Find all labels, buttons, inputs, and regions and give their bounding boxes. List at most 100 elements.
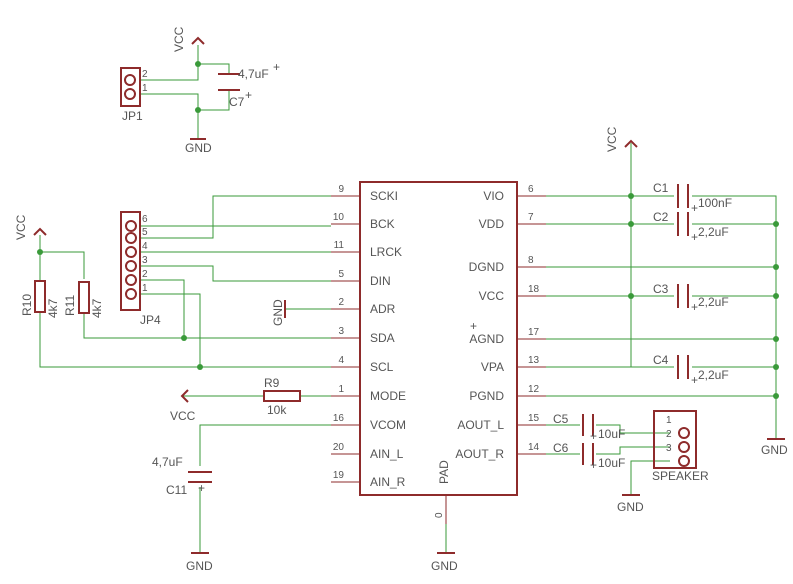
ic-pin-num: 17 xyxy=(528,327,540,338)
ic-pin-name: ADR xyxy=(370,302,396,316)
jp4-pin-num: 4 xyxy=(142,241,148,252)
ic-pin-num: 7 xyxy=(528,212,534,223)
r10-value: 4k7 xyxy=(46,298,60,318)
c6-name: C6 xyxy=(553,441,569,455)
speaker-pin-num: 1 xyxy=(666,415,672,426)
vcc-r10: VCC xyxy=(14,214,47,240)
ic-pin-num: 3 xyxy=(338,326,344,337)
ic-pin-name: DIN xyxy=(370,274,391,288)
ic-origin-plus: + xyxy=(470,319,477,333)
gnd-c11: GND xyxy=(186,552,213,573)
c2-plus: + xyxy=(691,230,698,244)
gnd-label: GND xyxy=(761,443,788,457)
ic-pin-name: VCOM xyxy=(370,418,406,432)
r11-name: R11 xyxy=(63,295,77,316)
ic-pad-num: 0 xyxy=(434,512,445,518)
vcc-jp1: VCC xyxy=(172,26,205,52)
ic-pin-num: 13 xyxy=(528,355,540,366)
r9-name: R9 xyxy=(264,376,280,390)
gnd-jp1: GND xyxy=(185,138,212,155)
c1-name: C1 xyxy=(653,181,669,195)
vcc-label: VCC xyxy=(172,26,186,52)
ic-pin-num: 16 xyxy=(333,413,345,424)
jp4-connector: 6 5 4 3 2 1 JP4 xyxy=(120,211,161,327)
ic-pin-num: 1 xyxy=(338,384,344,395)
vcc-label: VCC xyxy=(170,409,196,423)
gnd-ic: GND xyxy=(431,552,458,573)
vcc-label: VCC xyxy=(14,214,28,240)
jp1-connector: 2 1 JP1 xyxy=(120,67,148,123)
jp4-label: JP4 xyxy=(140,313,161,327)
ic-pin-name: DGND xyxy=(469,260,505,274)
jp4-pin-num: 5 xyxy=(142,227,148,238)
c11-plus: + xyxy=(198,481,205,495)
jp4-pin-num: 2 xyxy=(142,269,148,280)
c1-value: 100nF xyxy=(698,196,732,210)
r11-resistor: R11 4k7 xyxy=(63,281,104,318)
c5-value: 10uF xyxy=(598,427,625,441)
r9-resistor: R9 10k xyxy=(263,376,301,417)
ic-pin-name: PGND xyxy=(469,389,504,403)
ic-pin-name: LRCK xyxy=(370,245,402,259)
wires xyxy=(39,45,777,552)
ic-pin-name: VDD xyxy=(479,217,505,231)
ic-pin-name: VPA xyxy=(481,360,504,374)
gnd-adr: GND xyxy=(271,299,286,326)
gnd-label: GND xyxy=(271,299,285,326)
gnd-speaker: GND xyxy=(617,494,644,514)
ic-pin-num: 9 xyxy=(338,184,344,195)
c2-capacitor: C2 2,2uF + xyxy=(653,210,729,244)
ic-pin-num: 6 xyxy=(528,184,534,195)
ic-pad-label: PAD xyxy=(437,460,451,484)
ic-pin-num: 8 xyxy=(528,255,534,266)
c1-plus: + xyxy=(691,201,698,215)
ic-pin-num: 14 xyxy=(528,442,540,453)
ic-pin-num: 20 xyxy=(333,442,345,453)
ic-pin-num: 4 xyxy=(338,355,344,366)
jp1-pin-num: 2 xyxy=(142,69,148,80)
gnd-label: GND xyxy=(431,559,458,573)
ic-pin-num: 11 xyxy=(334,240,345,251)
c7-capacitor: 4,7uF + C7 + xyxy=(218,60,280,109)
ic-pin-num: 19 xyxy=(333,470,345,481)
gnd-label: GND xyxy=(186,559,213,573)
speaker-pin-num: 2 xyxy=(666,429,672,440)
c11-value: 4,7uF xyxy=(152,455,183,469)
c1-capacitor: C1 100nF + xyxy=(653,181,732,215)
vcc-right: VCC xyxy=(605,126,638,152)
gnd-label: GND xyxy=(617,500,644,514)
jp1-label: JP1 xyxy=(122,109,143,123)
c6-value: 10uF xyxy=(598,456,625,470)
jp4-pin-num: 3 xyxy=(142,255,148,266)
ic-pin-name: AOUT_R xyxy=(455,447,504,461)
ic-pin-name: SCL xyxy=(370,360,394,374)
c11-name: C11 xyxy=(166,483,187,497)
ic-pin-num: 12 xyxy=(528,384,540,395)
c7-plus: + xyxy=(273,60,280,74)
c5-plus: + xyxy=(590,429,597,443)
c7-name: C7 xyxy=(229,95,245,109)
gnd-label: GND xyxy=(185,141,212,155)
c11-capacitor: 4,7uF C11 + xyxy=(152,455,212,497)
c2-name: C2 xyxy=(653,210,669,224)
c3-plus: + xyxy=(691,300,698,314)
c4-plus: + xyxy=(691,373,698,387)
c4-value: 2,2uF xyxy=(698,368,729,382)
c5-name: C5 xyxy=(553,412,569,426)
c3-name: C3 xyxy=(653,282,669,296)
ic-pin-name: AIN_R xyxy=(370,475,406,489)
speaker-label: SPEAKER xyxy=(652,469,709,483)
c5-capacitor: C5 10uF + xyxy=(553,412,625,443)
ic-pin-num: 18 xyxy=(528,284,540,295)
ic-pin-name: VCC xyxy=(479,289,505,303)
c4-name: C4 xyxy=(653,353,669,367)
ic-pin-name: SDA xyxy=(370,331,395,345)
ic-pin-name: MODE xyxy=(370,389,406,403)
ic-pin-num: 2 xyxy=(338,297,344,308)
c4-capacitor: C4 2,2uF + xyxy=(653,353,729,387)
gnd-right: GND xyxy=(761,438,788,457)
c3-capacitor: C3 2,2uF + xyxy=(653,282,729,314)
r10-resistor: R10 4k7 xyxy=(20,280,60,318)
c6-capacitor: C6 10uF + xyxy=(553,441,625,472)
